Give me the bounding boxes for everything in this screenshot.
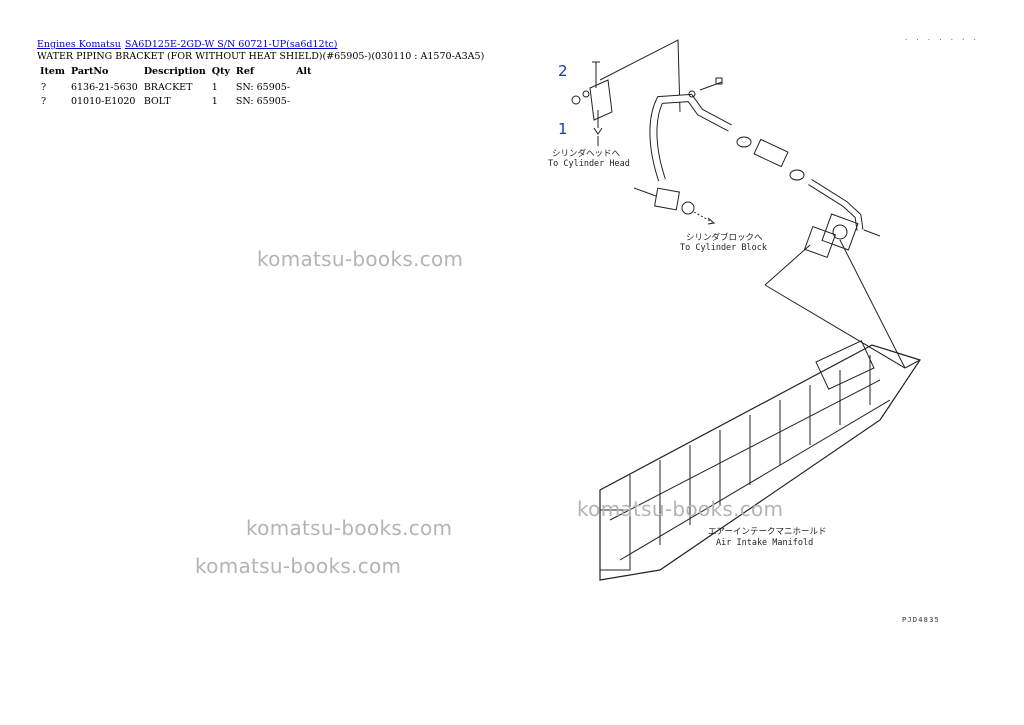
ref-number-2: 2: [558, 62, 568, 80]
page-title: WATER PIPING BRACKET (FOR WITHOUT HEAT S…: [37, 51, 485, 62]
breadcrumb-link-engines[interactable]: Engines Komatsu: [37, 39, 121, 50]
cell-partno: 6136-21-5630: [70, 82, 138, 93]
cell-partno: 01010-E1020: [70, 96, 136, 107]
watermark-3: komatsu-books.com: [246, 516, 453, 540]
label-air-intake-manifold-jp: エアーインテークマニホールド: [708, 527, 827, 537]
table-header-row: Item PartNo Description Qty Ref Alt: [37, 66, 314, 81]
table-row: ? 01010-E1020 BOLT 1 SN: 65905-: [37, 95, 314, 109]
cell-qty: 1: [211, 82, 218, 93]
cell-item: ?: [41, 82, 47, 93]
cell-ref: SN: 65905-: [235, 96, 291, 107]
cell-item: ?: [41, 96, 47, 107]
col-description-header: Description: [143, 66, 206, 77]
cell-description: BOLT: [143, 96, 171, 107]
figure-code: PJD4835: [902, 616, 940, 624]
breadcrumb-link-model[interactable]: SA6D125E-2GD-W S/N 60721-UP(sa6d12tc): [124, 39, 338, 50]
col-partno-header: PartNo: [70, 66, 109, 77]
label-cylinder-block-jp: シリンダブロックへ: [686, 232, 763, 243]
cell-qty: 1: [211, 96, 218, 107]
watermark-1: komatsu-books.com: [257, 247, 464, 271]
table-row: ? 6136-21-5630 BRACKET 1 SN: 65905-: [37, 81, 314, 95]
ref-number-1: 1: [558, 120, 568, 138]
cell-alt: [293, 81, 314, 95]
corner-dots: . . . . . . .: [904, 34, 979, 42]
cell-description: BRACKET: [143, 82, 193, 93]
label-cylinder-block: To Cylinder Block: [680, 243, 767, 253]
label-air-intake-manifold: Air Intake Manifold: [716, 538, 813, 548]
col-qty-header: Qty: [211, 66, 230, 77]
cell-ref: SN: 65905-: [235, 82, 291, 93]
col-ref-header: Ref: [235, 66, 254, 77]
col-alt-header: Alt: [296, 66, 312, 77]
col-item-header: Item: [40, 66, 65, 77]
parts-table: Item PartNo Description Qty Ref Alt ? 61…: [37, 66, 314, 109]
label-cylinder-head-jp: シリンダヘッドへ: [552, 148, 621, 159]
watermark-2: komatsu-books.com: [577, 497, 784, 521]
parts-diagram: 2 1 シリンダヘッドへ To Cylinder Head シリンダブロックへ …: [548, 39, 921, 581]
watermark-4: komatsu-books.com: [195, 554, 402, 578]
cell-alt: [293, 95, 314, 109]
label-cylinder-head: To Cylinder Head: [548, 159, 630, 169]
